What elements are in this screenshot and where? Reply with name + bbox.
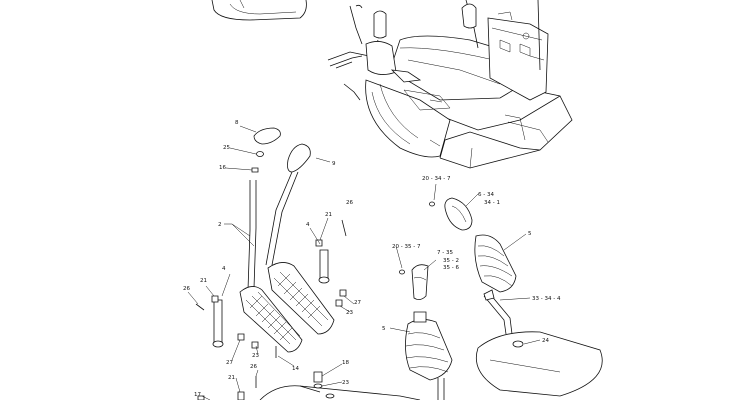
callout-20-35-7: 20 - 35 - 7 [392, 244, 421, 250]
callout-14: 14 [292, 366, 299, 372]
washer-part-25 [256, 151, 264, 157]
pedal-left [239, 286, 303, 353]
callout-21: 21 [200, 278, 207, 284]
callout-26: 26 [250, 364, 257, 370]
callout-23: 23 [342, 380, 349, 386]
callout-16: 16 [219, 165, 226, 171]
callout-23: 23 [346, 310, 353, 316]
callout-23: 23 [252, 353, 259, 359]
seat-cushion-fragment [211, 0, 307, 21]
cab-console-assembly [327, 0, 573, 169]
callout-7-35: 7 - 35 [437, 250, 453, 256]
callout-2: 2 [218, 222, 222, 228]
callout-20-34-7: 20 - 34 - 7 [422, 176, 451, 182]
screw-20-35-7 [399, 269, 405, 275]
callout-6-34: 6 - 34 [478, 192, 494, 198]
leader-lines [187, 125, 541, 400]
callout-4: 4 [306, 222, 310, 228]
rod-part-4-right [319, 249, 329, 279]
callout-9: 9 [332, 161, 336, 167]
callout-35-6: 35 - 6 [443, 265, 459, 271]
knob-part-8 [253, 127, 281, 145]
grip-part-9 [287, 143, 311, 173]
callout-21: 21 [325, 212, 332, 218]
callout-27: 27 [354, 300, 361, 306]
callout-34-1: 34 - 1 [484, 200, 500, 206]
callout-24: 24 [542, 338, 549, 344]
base-plate [475, 331, 603, 397]
callout-26: 26 [183, 286, 190, 292]
callout-35-2: 35 - 2 [443, 258, 459, 264]
bolt-part-16 [251, 167, 259, 173]
grip-part-7 [411, 264, 429, 300]
callout-5: 5 [528, 231, 532, 237]
bottom-linkage-fragments [197, 371, 421, 400]
callout-21: 21 [228, 375, 235, 381]
boot-part-5-upper [474, 234, 517, 293]
pedal-right [267, 262, 335, 335]
boot-seal-part-24 [512, 340, 524, 348]
callout-labels: 8 25 16 9 2 21 26 4 4 21 26 27 23 27 23 … [183, 120, 561, 398]
callout-27: 27 [226, 360, 233, 366]
callout-5: 5 [382, 326, 386, 332]
callout-26: 26 [346, 200, 353, 206]
callout-4: 4 [222, 266, 226, 272]
callout-25: 25 [223, 145, 230, 151]
callout-17: 17 [194, 392, 201, 398]
callout-33-34-4: 33 - 34 - 4 [532, 296, 561, 302]
callout-18: 18 [342, 360, 349, 366]
screw-20-34-7 [429, 201, 435, 207]
grip-part-6 [444, 197, 473, 231]
joystick-assembly [399, 197, 603, 400]
travel-lever-pedal-assembly [195, 127, 347, 388]
callout-8: 8 [235, 120, 239, 126]
rod-part-4-left [213, 299, 223, 343]
